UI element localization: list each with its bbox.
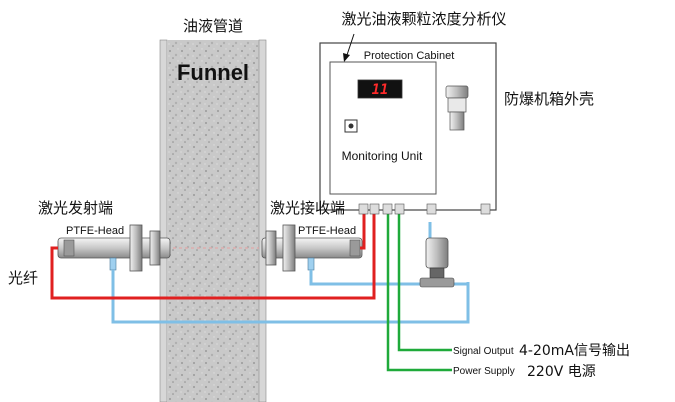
signal-output-label: Signal Output xyxy=(453,346,514,357)
analyzer-pointer xyxy=(345,33,355,59)
ptfe-head-left-label: PTFE-Head xyxy=(66,225,124,237)
receiver-end-label: 激光接收端 xyxy=(270,199,345,217)
laser-emitter-probe xyxy=(57,224,171,272)
air-regulator xyxy=(419,237,455,288)
display-readout: 11 xyxy=(372,82,389,98)
power-supply-label: Power Supply xyxy=(453,366,515,377)
power-supply-cn-label: 220V 电源 xyxy=(527,364,596,380)
funnel-label: Funnel xyxy=(177,60,249,85)
analyzer-pointer-arrow xyxy=(343,53,350,62)
cabinet-label: Protection Cabinet xyxy=(364,50,455,62)
housing-label: 防爆机箱外壳 xyxy=(504,90,594,108)
laser-receiver-probe xyxy=(261,224,363,272)
signal-power-lines xyxy=(386,206,452,372)
emitter-end-label: 激光发射端 xyxy=(38,199,113,217)
oil-pipe xyxy=(159,39,267,402)
signal-output-cn-label: 4-20mA信号输出 xyxy=(519,343,630,359)
optical-fiber xyxy=(50,206,376,300)
monitoring-unit-label: Monitoring Unit xyxy=(342,149,423,163)
analyzer-title: 激光油液颗粒浓度分析仪 xyxy=(341,10,506,28)
fiber-label: 光纤 xyxy=(8,269,38,287)
protection-cabinet xyxy=(319,42,497,215)
ptfe-head-right-label: PTFE-Head xyxy=(298,225,356,237)
pipe-title: 油液管道 xyxy=(183,17,243,35)
